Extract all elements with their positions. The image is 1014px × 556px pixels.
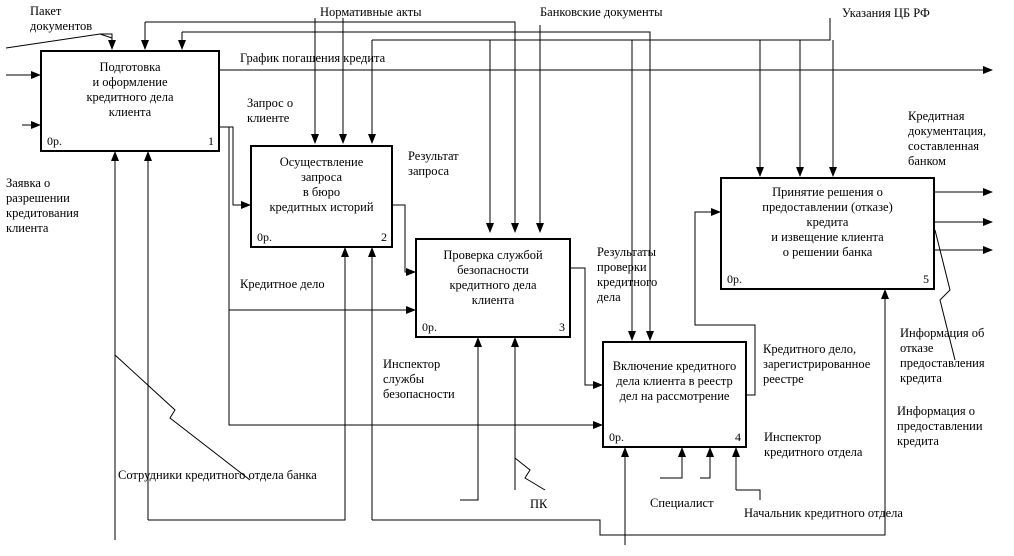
block-5[interactable]: Принятие решения о предоставлении (отказ… xyxy=(720,177,935,290)
label-request-result: Результат запроса xyxy=(408,149,459,178)
block-5-title: Принятие решения о предоставлении (отказ… xyxy=(762,185,893,259)
label-pc: ПК xyxy=(530,497,548,511)
block-3-cost: 0р. xyxy=(422,320,437,334)
label-cb-instructions: Указания ЦБ РФ xyxy=(842,6,930,20)
block-5-cost: 0р. xyxy=(727,272,742,286)
block-4-number: 4 xyxy=(735,430,741,444)
block-1[interactable]: Подготовка и оформление кредитного дела … xyxy=(40,50,220,152)
label-bank-docs: Банковские документы xyxy=(540,5,663,19)
label-credit-inspector: Инспектор кредитного отдела xyxy=(764,430,863,459)
block-2[interactable]: Осуществление запроса в бюро кредитных и… xyxy=(250,145,393,248)
block-2-title: Осуществление запроса в бюро кредитных и… xyxy=(269,155,374,214)
label-application: Заявка о разрешении кредитования клиента xyxy=(6,176,79,235)
block-1-cost: 0р. xyxy=(47,134,62,148)
label-credit-docs: Кредитная документация, составленная бан… xyxy=(908,109,987,168)
label-client-request: Запрос о клиенте xyxy=(247,96,294,125)
label-grant-info: Информация о предоставлении кредита xyxy=(897,404,983,448)
block-3[interactable]: Проверка службой безопасности кредитного… xyxy=(415,238,571,338)
label-security-inspector: Инспектор службы безопасности xyxy=(383,357,455,401)
label-head: Начальник кредитного отдела xyxy=(744,506,903,520)
block-4[interactable]: Включение кредитного дела клиента в реес… xyxy=(602,341,747,448)
label-package: Пакет документов xyxy=(30,4,93,33)
label-credit-file: Кредитное дело xyxy=(240,277,325,291)
block-1-number: 1 xyxy=(208,134,214,148)
block-4-cost: 0р. xyxy=(609,430,624,444)
block-3-number: 3 xyxy=(559,320,565,334)
label-schedule: График погашения кредита xyxy=(240,51,386,65)
label-check-results: Результаты проверки кредитного дела xyxy=(597,245,658,304)
label-normative: Нормативные акты xyxy=(320,5,422,19)
label-registered: Кредитного дело, зарегистрированное реес… xyxy=(763,342,871,386)
block-3-title: Проверка службой безопасности кредитного… xyxy=(443,248,543,307)
label-credit-staff: Сотрудники кредитного отдела банка xyxy=(118,468,317,482)
block-5-number: 5 xyxy=(923,272,929,286)
label-refusal-info: Информация об отказе предоставления кред… xyxy=(900,326,985,385)
label-specialist: Специалист xyxy=(650,496,714,510)
block-4-title: Включение кредитного дела клиента в реес… xyxy=(612,359,737,403)
block-2-number: 2 xyxy=(381,230,387,244)
block-2-cost: 0р. xyxy=(257,230,272,244)
block-1-title: Подготовка и оформление кредитного дела … xyxy=(86,60,174,119)
